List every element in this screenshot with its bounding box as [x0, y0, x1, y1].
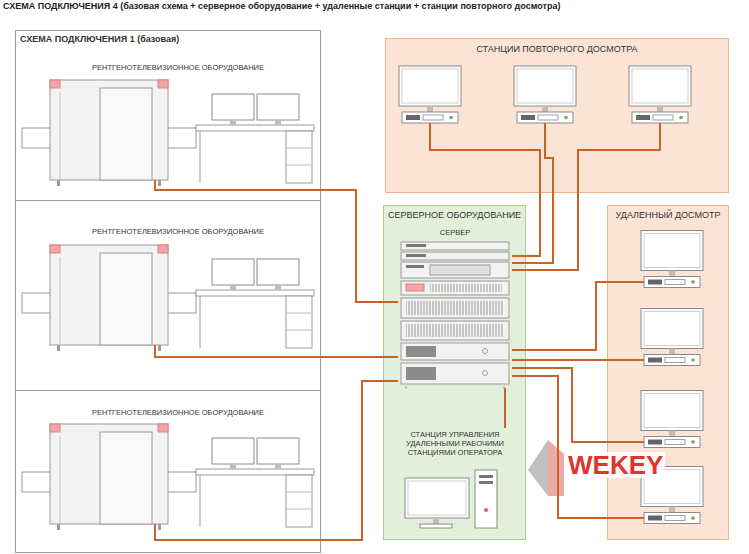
server-rack-circle — [483, 349, 488, 354]
watermark-logo-polygon — [548, 440, 564, 496]
server-rack-rect — [406, 254, 426, 257]
control-computer-circle — [484, 508, 488, 512]
remote-workstations-use — [641, 467, 703, 524]
watermark-logo-polygon — [528, 440, 548, 496]
panel-wires — [155, 180, 321, 540]
server-rack-rect — [401, 343, 509, 360]
remote-wires-line — [607, 441, 644, 443]
reinspection-workstations-use — [514, 66, 576, 123]
reinspection-wires-polyline — [430, 123, 540, 193]
node-heading: РЕНТГЕНОТЕЛЕВИЗИОННОЕ ОБОРУДОВАНИЕ — [70, 227, 286, 236]
server-rack-rect — [430, 284, 502, 292]
node-heading: СТАНЦИЯ УПРАВЛЕНИЯ УДАЛЕННЫМИ РАБОЧИМИ С… — [392, 430, 518, 457]
cable-connector — [512, 368, 607, 442]
reinspection-wires — [430, 123, 660, 193]
cable-connector — [504, 388, 506, 428]
server-rack-line — [406, 386, 407, 389]
server-rack-rect — [406, 346, 436, 357]
control-computer-rect — [479, 475, 493, 478]
remote-workstations-use — [641, 391, 703, 448]
node-heading: СТАНЦИИ ПОВТОРНОГО ДОСМОТРА — [390, 44, 724, 55]
server-rack-rect — [401, 298, 509, 318]
cable-connector — [512, 359, 607, 361]
remote-workstations — [641, 231, 703, 524]
server-rack-rect — [430, 265, 490, 275]
server-rack-rect — [401, 252, 509, 260]
xray-stations-use — [22, 424, 314, 530]
server-rack-rect — [406, 324, 504, 337]
remote-wires-line — [607, 281, 644, 283]
control-computer-rect — [475, 470, 497, 528]
node-heading: РЕНТГЕНОТЕЛЕВИЗИОННОЕ ОБОРУДОВАНИЕ — [70, 408, 286, 417]
node-heading: СЕРВЕРНОЕ ОБОРУДОВАНИЕ — [387, 210, 522, 221]
server-rack-rect — [401, 262, 509, 278]
node-heading: СЕРВЕР — [400, 228, 510, 237]
remote-workstations-use — [641, 231, 703, 288]
panel-wires-polyline — [155, 524, 321, 540]
server-rack-rect — [401, 321, 509, 340]
control-computer-rect — [420, 524, 452, 528]
cable-connector — [512, 376, 607, 518]
watermark: WEKEY — [566, 452, 665, 478]
reinspection-workstations-use — [399, 66, 461, 123]
server-rack-rect — [406, 244, 426, 247]
remote-wires-line — [607, 359, 644, 361]
control-computer-rect — [479, 481, 493, 484]
panel-wires-polyline — [155, 180, 321, 190]
node-heading: СХЕМА ПОДКЛЮЧЕНИЯ 1 (базовая) — [20, 34, 316, 45]
control-computer-rect — [408, 481, 466, 515]
cable-connector — [321, 190, 398, 302]
reinspection-workstations — [399, 66, 691, 123]
node-heading: РЕНТГЕНОТЕЛЕВИЗИОННОЕ ОБОРУДОВАНИЕ — [70, 63, 286, 72]
xray-stations-use — [22, 245, 314, 351]
server-rack-rect — [401, 281, 509, 295]
cable-connector — [321, 381, 398, 540]
remote-wires-line — [607, 517, 644, 519]
control-computer-rect — [433, 518, 439, 524]
node-heading: УДАЛЕННЫЙ ДОСМОТР — [611, 210, 725, 221]
server-rack-rect — [406, 301, 504, 315]
xray-stations-use — [22, 80, 314, 186]
server-rack-circle — [483, 371, 488, 376]
server-rack-rect — [406, 284, 424, 291]
server-rack-rect — [406, 367, 436, 380]
remote-workstations-use — [641, 309, 703, 366]
server-rack — [401, 242, 509, 389]
diagram-title: СХЕМА ПОДКЛЮЧЕНИЯ 4 (базовая схема + сер… — [3, 1, 560, 12]
reinspection-workstations-use — [629, 66, 691, 123]
panel-wires-polyline — [155, 345, 321, 357]
reinspection-wires-polyline — [578, 123, 660, 193]
control-computer — [405, 470, 497, 528]
xray-stations — [22, 80, 314, 530]
remote-wires — [607, 282, 644, 518]
control-computer-rect — [405, 478, 469, 518]
server-rack-rect — [401, 363, 509, 384]
cable-connector — [321, 356, 398, 358]
cable-connector — [512, 193, 578, 270]
cable-connector — [512, 282, 607, 350]
server-rack-rect — [401, 242, 509, 250]
cable-connector — [512, 193, 553, 263]
reinspection-wires-polyline — [545, 123, 553, 193]
server-rack-rect — [406, 265, 424, 268]
cable-connector — [512, 193, 540, 256]
